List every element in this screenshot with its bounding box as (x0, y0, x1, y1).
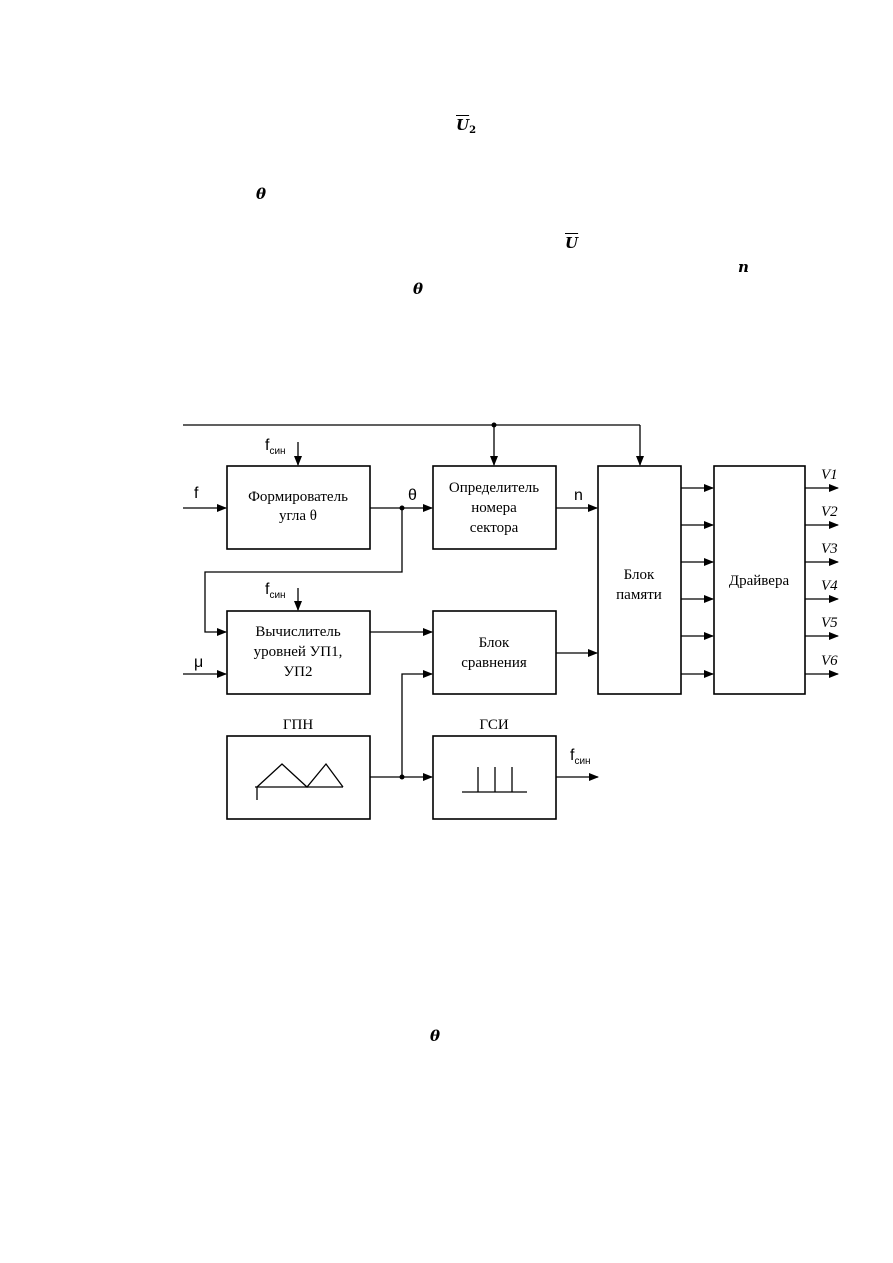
calc-label-3: УП2 (284, 664, 313, 680)
shaper-block (226, 465, 371, 550)
drivers-block (713, 465, 806, 695)
pulse-train-icon (462, 767, 527, 793)
output-v3-label: V3 (821, 541, 838, 557)
theta-symbol-2: θ (413, 280, 424, 298)
memory-label-2: памяти (616, 587, 662, 603)
output-v5-label: V5 (821, 615, 838, 631)
u2-symbol: U2 (456, 116, 477, 136)
fsync-label-2: fсин (265, 581, 286, 601)
n-label: n (574, 487, 583, 504)
fsync-label-1: fсин (265, 437, 286, 457)
theta-label: θ (408, 487, 417, 504)
gpn-to-compare-line (401, 670, 433, 777)
mu-input-label: μ (194, 654, 203, 671)
output-v1-label: V1 (821, 467, 838, 483)
theta-symbol-1: θ (256, 185, 267, 203)
compare-label-1: Блок (479, 635, 510, 651)
n-symbol: n (738, 258, 749, 276)
memory-to-drivers-arrows (681, 484, 714, 678)
memory-label-1: Блок (624, 567, 655, 583)
calc-label-1: Вычислитель (255, 624, 341, 640)
output-arrows (805, 484, 839, 678)
sector-label-2: номера (471, 500, 517, 516)
gpn-label: ГПН (283, 717, 314, 733)
shaper-label-1: Формирователь (248, 489, 348, 505)
fsync-output-label: fсин (570, 747, 591, 767)
compare-block (432, 610, 557, 695)
compare-label-2: сравнения (461, 655, 527, 671)
theta-symbol-3: θ (430, 1027, 441, 1045)
shaper-label-2: угла θ (279, 508, 317, 524)
theta-to-calc-line (204, 508, 403, 636)
output-v2-label: V2 (821, 504, 838, 520)
sector-label-3: сектора (470, 520, 519, 536)
output-v6-label: V6 (821, 653, 838, 669)
f-input-label: f (194, 485, 199, 502)
u-symbol: U (565, 234, 579, 252)
calc-block (226, 610, 371, 695)
sector-label-1: Определитель (449, 480, 539, 496)
gsi-label: ГСИ (479, 717, 508, 733)
calc-label-2: уровней УП1, (254, 644, 343, 660)
output-v4-label: V4 (821, 578, 838, 594)
memory-block (597, 465, 682, 695)
gpn-block (226, 735, 371, 820)
drivers-label: Драйвера (729, 573, 790, 589)
